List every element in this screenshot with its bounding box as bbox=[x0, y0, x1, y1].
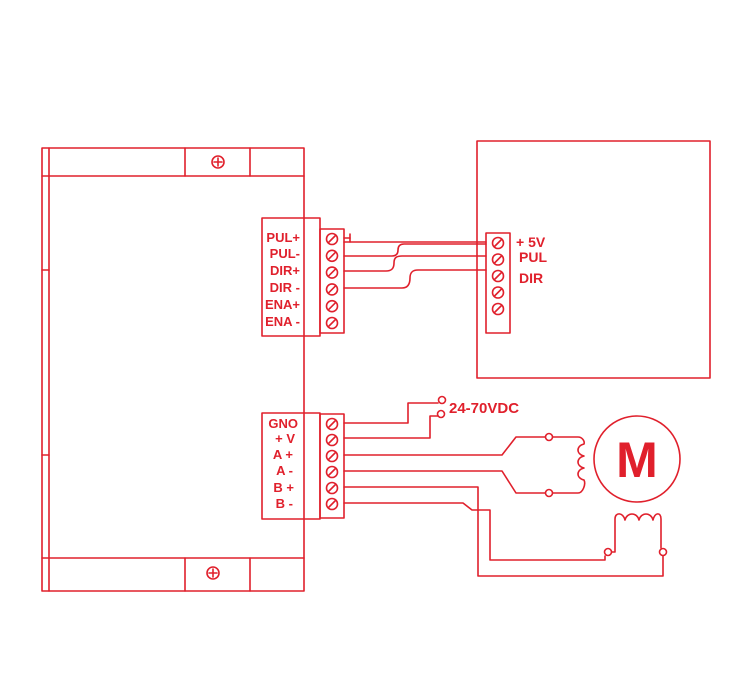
terminal-label-b-minus: B - bbox=[276, 496, 293, 511]
power-terminal-block bbox=[319, 413, 345, 519]
motor-circle bbox=[593, 415, 681, 503]
power-terminal-screw-icon bbox=[325, 481, 339, 495]
coil-b-terminal-left bbox=[603, 547, 613, 557]
signal-terminal-screw-icon bbox=[325, 316, 339, 330]
wire-dir-plus bbox=[343, 255, 487, 272]
controller-terminal-screw-icon bbox=[491, 253, 505, 266]
controller-label-dir: DIR bbox=[519, 270, 543, 286]
terminal-label-ena-minus: ENA - bbox=[265, 314, 300, 329]
terminal-label-dir-minus: DIR - bbox=[270, 280, 300, 295]
power-terminal-screws bbox=[325, 417, 339, 511]
controller-labels: + 5V PUL DIR bbox=[516, 234, 547, 286]
top-mount-screw-icon bbox=[211, 155, 225, 169]
terminal-label-vplus: + V bbox=[275, 431, 295, 446]
terminal-label-ena-plus: ENA+ bbox=[265, 297, 300, 312]
signal-terminal-screw-icon bbox=[325, 249, 339, 263]
signal-wires bbox=[343, 241, 487, 289]
signal-terminal-screw-icon bbox=[325, 232, 339, 246]
controller-label-pul: PUL bbox=[519, 249, 547, 265]
wire-vplus bbox=[343, 415, 439, 439]
phase-a-wiring bbox=[343, 432, 586, 498]
power-terminal-screw-icon bbox=[325, 433, 339, 447]
controller-terminal-screw-icon bbox=[491, 302, 505, 316]
terminal-label-a-plus: A + bbox=[273, 447, 294, 462]
power-terminal-screw-icon bbox=[325, 465, 339, 479]
wire-pul-minus bbox=[343, 243, 487, 257]
signal-terminal-screw-icon bbox=[325, 299, 339, 313]
power-supply-label: 24-70VDC bbox=[449, 400, 519, 417]
terminal-label-a-minus: A - bbox=[276, 463, 293, 478]
power-terminal-screw-icon bbox=[325, 417, 339, 431]
driver-housing bbox=[41, 147, 305, 592]
motor-label: M bbox=[616, 432, 658, 488]
power-terminal-labels: GNO + V A + A - B + B - bbox=[268, 416, 298, 511]
power-supply-wires bbox=[343, 395, 447, 439]
signal-terminal-screw-icon bbox=[325, 283, 339, 296]
coil-a bbox=[552, 436, 586, 494]
controller-terminal-screw-icon bbox=[491, 236, 505, 250]
controller-terminal-screw-icon bbox=[491, 269, 505, 283]
controller-box bbox=[476, 140, 711, 379]
signal-terminal-labels: PUL+ PUL- DIR+ DIR - ENA+ ENA - bbox=[265, 230, 300, 329]
bottom-mount-screw-icon bbox=[206, 566, 220, 580]
coil-a-terminal-top bbox=[544, 432, 554, 442]
controller-label-5v: + 5V bbox=[516, 234, 546, 250]
controller-terminal-screw-icon bbox=[491, 286, 505, 299]
wire-dir-minus bbox=[343, 269, 487, 289]
supply-terminal-neg bbox=[437, 395, 447, 405]
terminal-label-dir-plus: DIR+ bbox=[270, 263, 300, 278]
terminal-label-b-plus: B + bbox=[273, 480, 294, 495]
signal-terminal-block bbox=[319, 228, 351, 334]
power-terminal-screw-icon bbox=[325, 497, 339, 511]
terminal-label-pul-minus: PUL- bbox=[270, 246, 300, 261]
wire-gnd bbox=[343, 402, 439, 424]
terminal-label-pul-plus: PUL+ bbox=[266, 230, 300, 245]
coil-b bbox=[611, 513, 662, 553]
supply-terminal-pos bbox=[436, 409, 446, 419]
controller-terminal-screws bbox=[491, 236, 505, 316]
terminal-label-gnd: GNO bbox=[268, 416, 298, 431]
signal-terminal-screws bbox=[325, 232, 339, 330]
phase-b-wiring bbox=[343, 486, 668, 577]
coil-b-terminal-right bbox=[658, 547, 668, 557]
coil-a-terminal-bottom bbox=[544, 488, 554, 498]
power-terminal-screw-icon bbox=[325, 449, 339, 463]
signal-terminal-screw-icon bbox=[325, 266, 339, 279]
controller-terminal-block bbox=[485, 232, 511, 334]
